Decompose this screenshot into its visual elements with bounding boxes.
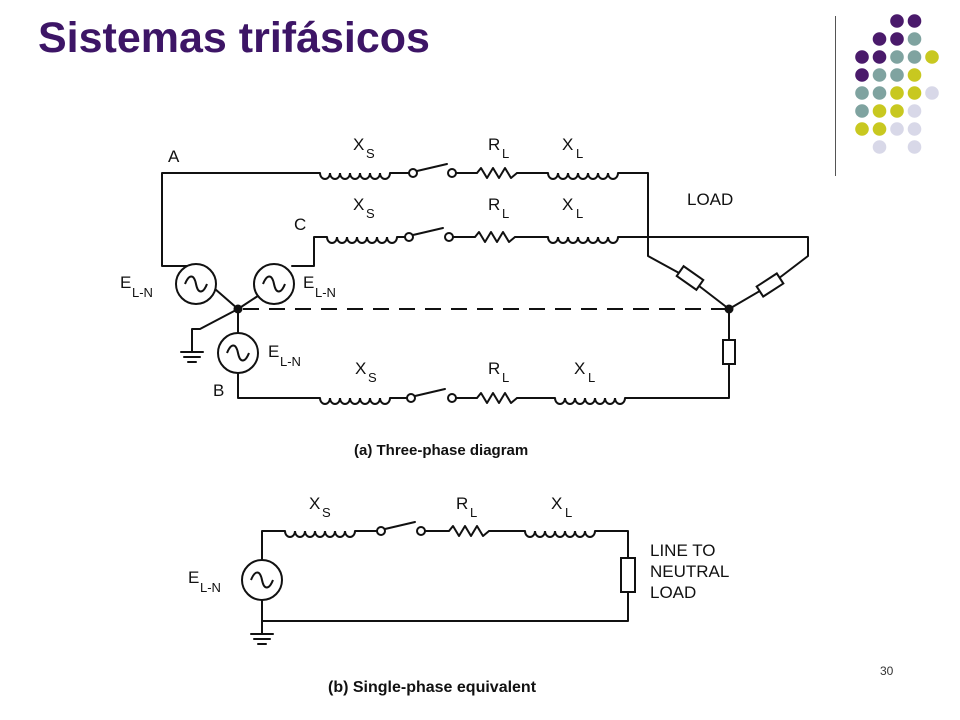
phase-b-line	[237, 367, 730, 405]
phase-a-line	[161, 163, 691, 280]
source-a-label: E L-N	[120, 273, 153, 300]
svg-text:X: X	[562, 135, 573, 154]
svg-text:S: S	[366, 146, 375, 161]
decor-dot	[890, 32, 904, 46]
load-resistor-a-icon	[675, 264, 705, 292]
svg-text:E: E	[303, 273, 314, 292]
svg-text:X: X	[562, 195, 573, 214]
single-phase-diagram: X S R L X L E L-N LINE TO NEUTRAL LOAD (…	[188, 494, 729, 696]
title-divider	[835, 16, 836, 176]
decor-dot	[907, 86, 922, 100]
caption-a: (a) Three-phase diagram	[354, 442, 528, 459]
svg-text:X: X	[353, 135, 364, 154]
svg-text:LINE TO: LINE TO	[650, 541, 716, 560]
caption-b: (b) Single-phase equivalent	[328, 679, 537, 696]
slide-title: Sistemas trifásicos	[38, 14, 430, 62]
wye-source	[175, 263, 725, 374]
svg-text:L: L	[565, 505, 572, 520]
svg-text:L: L	[502, 146, 509, 161]
single-phase-source-icon	[241, 559, 283, 601]
decor-dot	[872, 68, 887, 82]
decorative-dot-grid	[855, 14, 939, 154]
svg-text:L: L	[576, 206, 583, 221]
svg-text:R: R	[456, 494, 468, 513]
decor-dot	[907, 122, 922, 136]
phase-c-component-labels: X S R L X L	[353, 195, 583, 221]
decor-dot	[907, 140, 922, 154]
svg-text:L: L	[576, 146, 583, 161]
source-c-icon	[253, 263, 295, 305]
svg-text:S: S	[368, 370, 377, 385]
single-phase-load-icon	[620, 557, 636, 593]
svg-text:E: E	[120, 273, 131, 292]
decor-dot	[872, 104, 887, 118]
svg-text:L-N: L-N	[132, 285, 153, 300]
decor-dot	[855, 50, 869, 64]
svg-text:LOAD: LOAD	[650, 583, 696, 602]
svg-text:E: E	[268, 342, 279, 361]
decor-dot	[907, 104, 922, 118]
decor-dot	[907, 68, 922, 82]
phase-b-component-labels: X S R L X L	[355, 359, 595, 385]
svg-text:L-N: L-N	[280, 354, 301, 369]
svg-text:R: R	[488, 195, 500, 214]
source-b-icon	[217, 332, 259, 374]
load-resistor-c-icon	[755, 272, 785, 298]
svg-text:L-N: L-N	[315, 285, 336, 300]
phase-b-label: B	[213, 381, 224, 400]
source-a-icon	[175, 263, 217, 305]
phase-a-component-labels: X S R L X L	[353, 135, 583, 161]
svg-text:E: E	[188, 568, 199, 587]
svg-text:S: S	[366, 206, 375, 221]
decor-dot	[872, 32, 887, 46]
decor-dot	[872, 122, 887, 136]
decor-dot	[925, 50, 939, 64]
svg-text:X: X	[574, 359, 585, 378]
decor-dot	[855, 104, 869, 118]
decor-dot	[855, 68, 869, 82]
decor-dot	[855, 86, 869, 100]
decor-dot	[890, 86, 904, 100]
page-number: 30	[880, 664, 894, 678]
svg-text:X: X	[353, 195, 364, 214]
single-phase-component-labels: X S R L X L	[309, 494, 572, 520]
line-to-neutral-load-label: LINE TO NEUTRAL LOAD	[650, 541, 729, 602]
source-b-label: E L-N	[268, 342, 301, 369]
decor-dot	[907, 14, 922, 28]
decor-dot	[890, 122, 904, 136]
svg-text:L: L	[588, 370, 595, 385]
decor-dot	[925, 86, 939, 100]
decor-dot	[890, 68, 904, 82]
decor-dot	[872, 50, 887, 64]
svg-text:NEUTRAL: NEUTRAL	[650, 562, 729, 581]
decor-dot	[907, 50, 922, 64]
three-phase-diagram: A C B LOAD E L-N E L-N E L-N X S R L X L…	[120, 135, 809, 459]
wye-load	[675, 264, 785, 369]
svg-text:L: L	[502, 206, 509, 221]
phase-a-label: A	[168, 147, 180, 166]
decor-dot	[890, 104, 904, 118]
decor-dot	[872, 140, 887, 154]
load-label: LOAD	[687, 190, 733, 209]
svg-text:X: X	[551, 494, 562, 513]
svg-text:S: S	[322, 505, 331, 520]
svg-text:X: X	[309, 494, 320, 513]
load-resistor-b-icon	[722, 339, 736, 365]
decor-dot	[890, 50, 904, 64]
svg-text:L: L	[470, 505, 477, 520]
decor-dot	[872, 86, 887, 100]
decor-dot	[890, 14, 904, 28]
svg-text:R: R	[488, 135, 500, 154]
svg-text:L-N: L-N	[200, 580, 221, 595]
svg-text:L: L	[502, 370, 509, 385]
decor-dot	[855, 122, 869, 136]
source-c-label: E L-N	[303, 273, 336, 300]
svg-text:R: R	[488, 359, 500, 378]
phase-c-line	[291, 227, 809, 286]
phase-c-label: C	[294, 215, 306, 234]
svg-text:X: X	[355, 359, 366, 378]
single-phase-source-label: E L-N	[188, 568, 221, 595]
decor-dot	[907, 32, 922, 46]
